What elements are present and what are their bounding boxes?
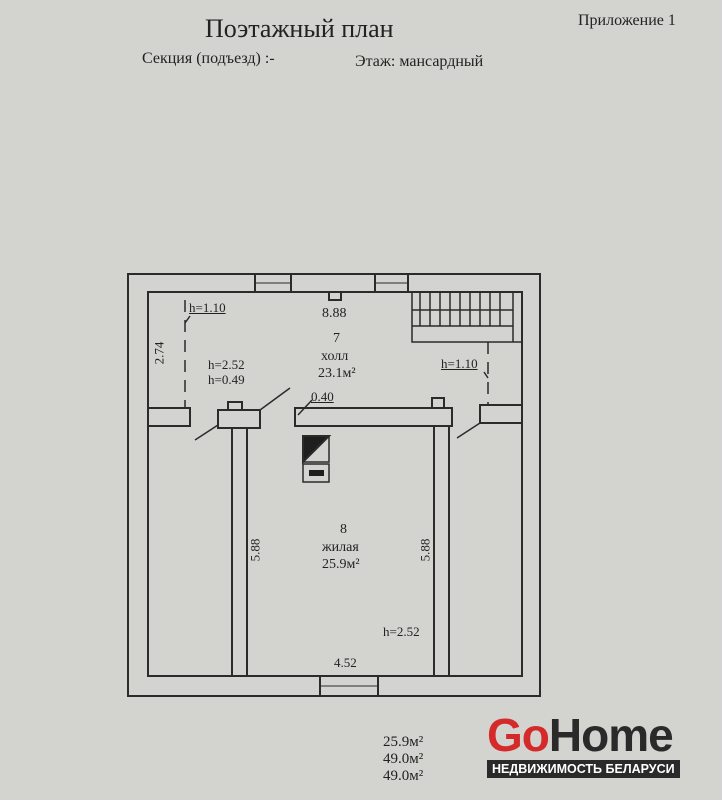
vent — [328, 291, 342, 301]
total-overall: 49.0м² — [383, 768, 424, 784]
room8-h: h=2.52 — [383, 624, 420, 639]
room7-width: 8.88 — [322, 306, 347, 321]
right-len: 5.88 — [417, 538, 433, 562]
logo-home: Home — [548, 709, 674, 761]
page-title: Поэтажный план — [205, 14, 394, 43]
total-area: 49.0м² — [383, 751, 424, 767]
room7-number: 7 — [333, 331, 340, 346]
wall-dim: 0.40 — [311, 389, 334, 404]
depth-dim: 2.74 — [151, 341, 167, 365]
h-low: h=0.49 — [208, 372, 245, 387]
top-window-left — [254, 273, 292, 293]
chimney-icon — [302, 435, 332, 483]
room7-name: холл — [321, 349, 349, 364]
stairs — [411, 291, 523, 343]
total-living: 25.9м² — [383, 734, 424, 750]
left-len: 5.88 — [247, 538, 263, 562]
top-window-right — [374, 273, 409, 293]
column-left — [217, 409, 261, 429]
h-main: h=2.52 — [208, 357, 245, 372]
room8-width: 4.52 — [334, 655, 357, 670]
left-h: h=1.10 — [189, 300, 226, 315]
logo-go: Go — [487, 709, 550, 761]
gohome-logo: GoHome НЕДВИЖИМОСТЬ БЕЛАРУСИ — [487, 712, 680, 778]
wall-right — [433, 425, 450, 677]
room7-area: 23.1м² — [318, 366, 356, 381]
partition-beam — [294, 407, 453, 427]
partition-left — [147, 407, 191, 427]
logo-tagline: НЕДВИЖИМОСТЬ БЕЛАРУСИ — [487, 760, 680, 778]
bottom-window — [319, 675, 379, 697]
right-h: h=1.10 — [441, 356, 478, 371]
appendix-label: Приложение 1 — [578, 12, 676, 29]
wall-left — [231, 427, 248, 677]
room8-number: 8 — [340, 522, 347, 537]
floor-label: Этаж: мансардный — [355, 53, 484, 70]
partition-right — [479, 404, 523, 424]
room8-area: 25.9м² — [322, 557, 360, 572]
room8-name: жилая — [322, 540, 359, 555]
section-label: Секция (подъезд) :- — [142, 50, 275, 67]
